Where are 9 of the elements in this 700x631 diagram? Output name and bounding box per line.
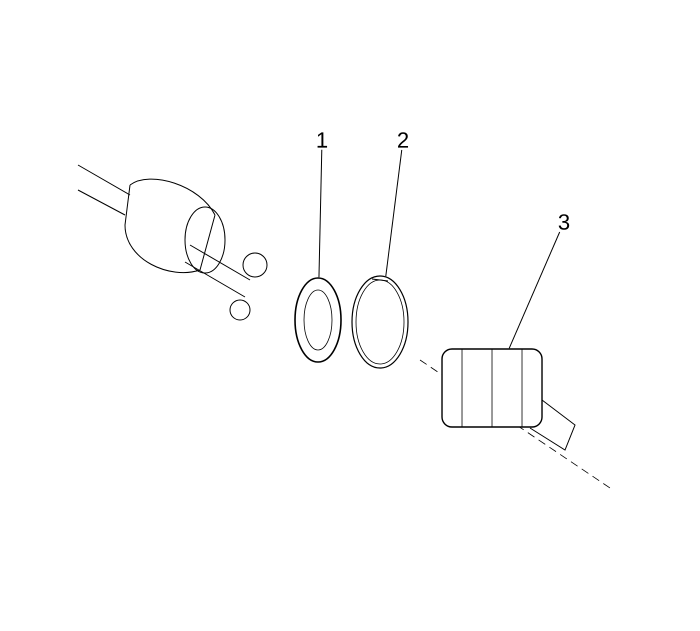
housing-drawing	[441, 348, 543, 428]
callout-number: 2	[398, 132, 408, 148]
callout-number: 1	[318, 132, 328, 148]
callout-number: 3	[558, 214, 570, 230]
leader-line	[508, 232, 560, 349]
leader-line	[318, 149, 322, 278]
leader-line	[385, 149, 402, 277]
ring-drawing	[351, 275, 409, 369]
seal-drawing	[294, 277, 342, 363]
